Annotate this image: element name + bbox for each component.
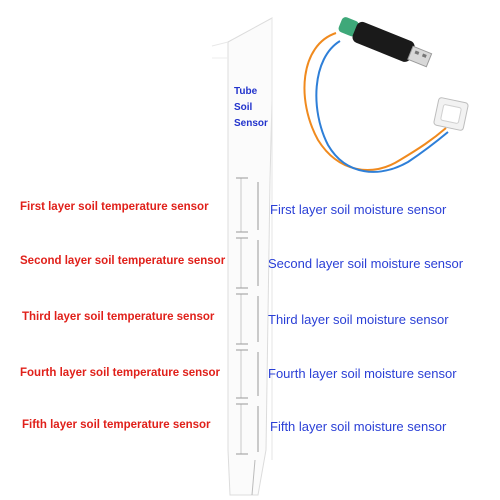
moisture-sensor-label-4: Fourth layer soil moisture sensor (268, 366, 457, 381)
temperature-sensor-label-2: Second layer soil temperature sensor (20, 255, 226, 267)
sensor-segment-4 (236, 349, 259, 399)
sensor-segment-2 (236, 237, 259, 289)
sensor-segment-5 (236, 403, 259, 455)
temperature-sensor-label-1: First layer soil temperature sensor (20, 201, 209, 213)
tube-label-line-1: Tube (234, 86, 258, 97)
tube-label-line-3: Sensor (234, 118, 268, 129)
sensor-cable (303, 32, 449, 173)
sensor-segment-3 (236, 293, 259, 345)
usb-adapter (338, 17, 433, 68)
temperature-sensor-label-5: Fifth layer soil temperature sensor (22, 419, 211, 431)
tube-label-line-2: Soil (234, 102, 253, 113)
soil-tube-probe (211, 17, 273, 496)
temperature-sensor-label-4: Fourth layer soil temperature sensor (20, 367, 221, 379)
moisture-sensor-label-1: First layer soil moisture sensor (270, 202, 447, 217)
moisture-sensor-label-2: Second layer soil moisture sensor (268, 256, 464, 271)
temperature-sensor-label-3: Third layer soil temperature sensor (22, 311, 215, 323)
moisture-sensor-label-3: Third layer soil moisture sensor (268, 312, 449, 327)
moisture-sensor-label-5: Fifth layer soil moisture sensor (270, 419, 447, 434)
sensor-connector (433, 97, 469, 131)
sensor-segment-1 (236, 177, 259, 233)
